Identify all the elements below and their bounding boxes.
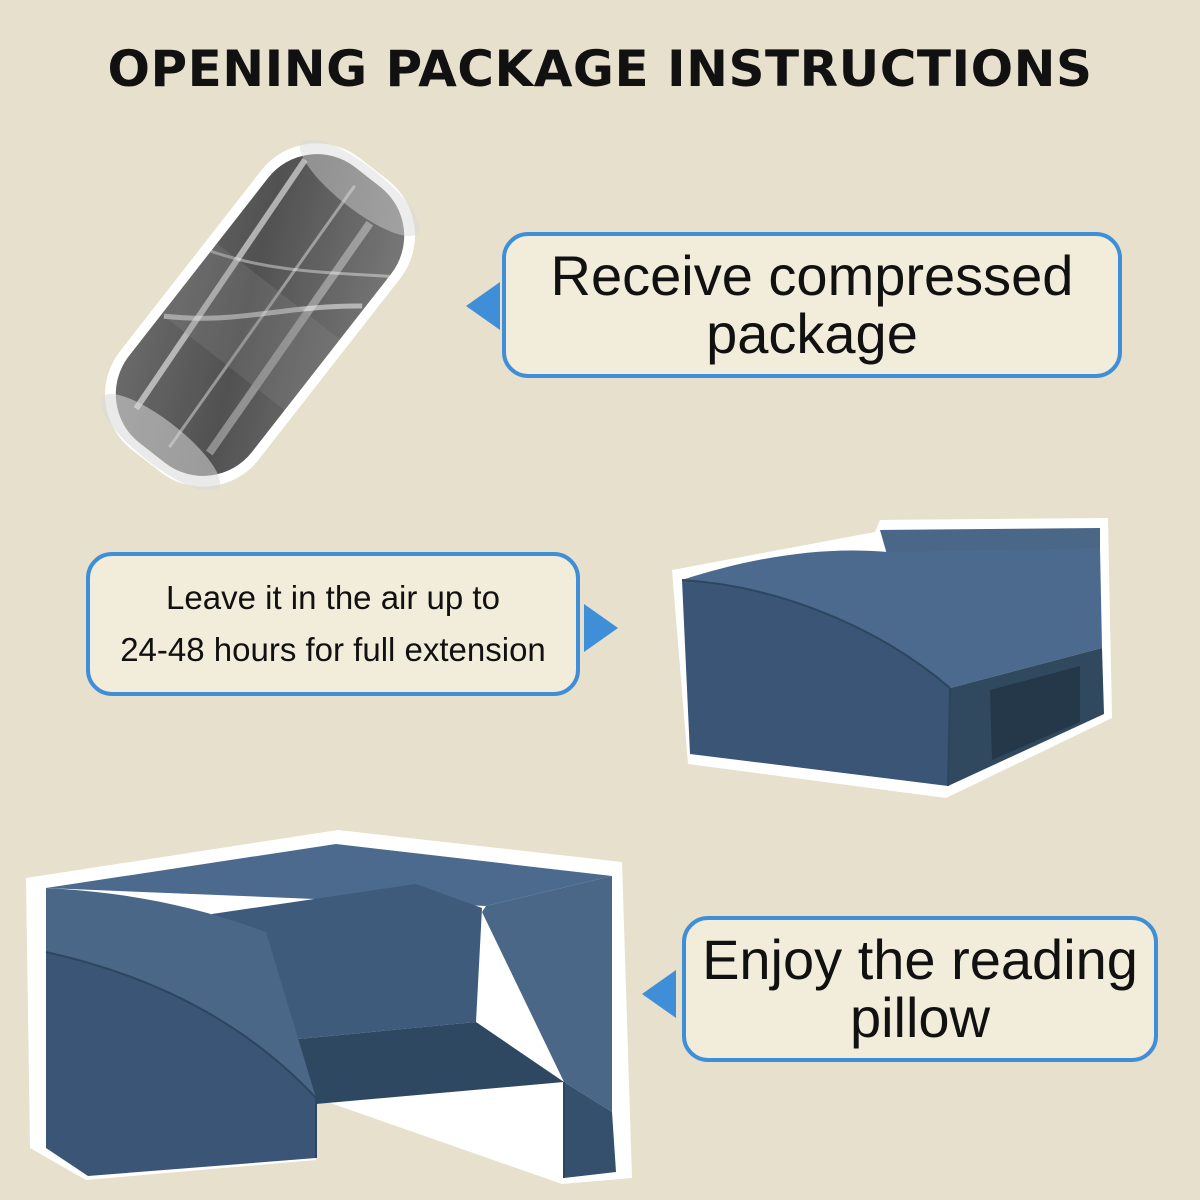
expanded-pillow-image: [672, 518, 1112, 798]
step-2-line-1: Leave it in the air up to: [166, 579, 500, 616]
bubble-pointer-2: [584, 604, 618, 652]
bubble-pointer-1: [466, 282, 500, 330]
step-3-line-1: Enjoy the reading: [702, 928, 1138, 991]
reading-pillow-image: [26, 830, 632, 1184]
step-3-line-2: pillow: [849, 986, 991, 1049]
step-1-line-1: Receive compressed: [550, 244, 1074, 307]
step-1-bubble: Receive compressed package: [502, 232, 1122, 378]
page-title: OPENING PACKAGE INSTRUCTIONS: [107, 40, 1093, 98]
step-2-line-2: 24-48 hours for full extension: [120, 631, 546, 668]
bubble-pointer-3: [642, 970, 676, 1018]
compressed-roll-image: [100, 140, 420, 490]
step-2-bubble: Leave it in the air up to 24-48 hours fo…: [86, 552, 580, 696]
step-1-line-2: package: [706, 302, 918, 365]
step-3-bubble: Enjoy the reading pillow: [682, 916, 1158, 1062]
